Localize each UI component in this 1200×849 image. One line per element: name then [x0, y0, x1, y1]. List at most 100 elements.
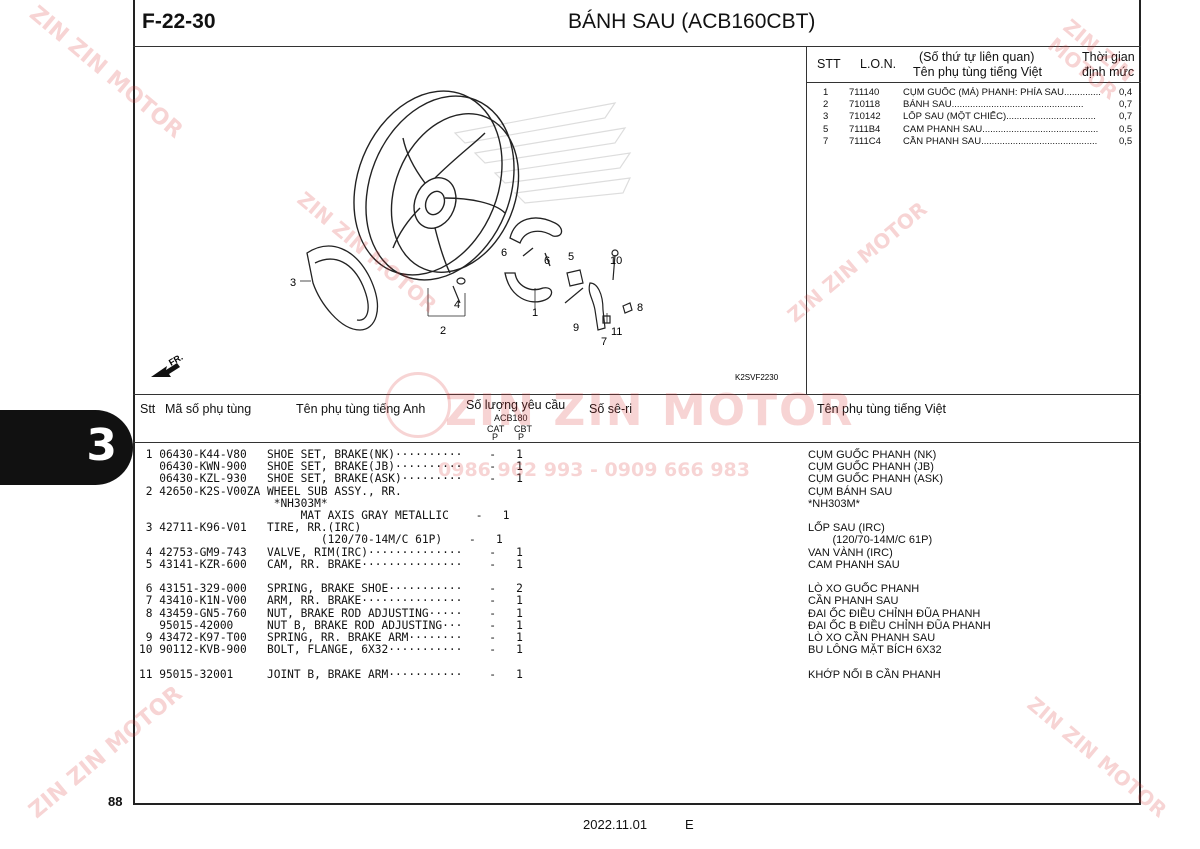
callout-9: 9: [573, 322, 579, 334]
callout-10: 10: [610, 255, 622, 267]
labor-cell-time: 0,7: [1119, 111, 1133, 123]
labor-cell-time: 0,5: [1119, 135, 1133, 147]
parts-col-serial: Số sê-ri: [589, 402, 633, 416]
section-tab-number: 3: [86, 420, 117, 471]
parts-row-en: 6 43151-329-000 SPRING, BRAKE SHOE······…: [139, 582, 523, 596]
labor-cell-stt: 7: [823, 135, 829, 147]
callout-6a: 6: [501, 247, 507, 259]
parts-row-en: 1 06430-K44-V80 SHOE SET, BRAKE(NK)·····…: [139, 448, 523, 461]
parts-row-en: 8 43459-GN5-760 NUT, BRAKE ROD ADJUSTING…: [139, 606, 523, 620]
rim-valve: [452, 277, 466, 304]
labor-cell-lon: 710142: [849, 111, 881, 123]
parts-row-en: 3 42711-K96-V01 TIRE, RR.(IRC): [139, 521, 362, 535]
front-arrow-icon: FR.: [151, 352, 185, 377]
labor-cell-stt: 2: [823, 99, 829, 111]
labor-cell-name: CỤM GUỐC (MÁ) PHANH: PHÍA SAU...........…: [903, 87, 1101, 98]
parts-col-cat-p: P: [492, 432, 499, 442]
parts-row-vn: LÒ XO CẦN PHANH SAU: [808, 632, 936, 645]
callout-7: 7: [601, 336, 607, 348]
parts-row-vn: [808, 656, 991, 668]
callout-8: 8: [637, 302, 643, 314]
labor-col-related-2: Tên phụ tùng tiếng Việt: [913, 65, 1043, 79]
parts-row-vn: *NH303M*: [808, 497, 860, 510]
parts-row-vn: VAN VÀNH (IRC): [808, 546, 893, 559]
parts-row-vn: BU LÔNG MẶT BÍCH 6X32: [808, 644, 942, 657]
parts-row-en: *NH303M*: [139, 496, 328, 510]
parts-row-vn: KHỚP NỐI B CẦN PHANH: [808, 668, 941, 681]
labor-row: 3 710142 LỐP SAU (MỘT CHIẾC)..............…: [806, 111, 1141, 123]
rear-wheel: [353, 90, 520, 281]
parts-row-vn: CỤM GUỐC PHANH (ASK): [808, 473, 944, 486]
parts-row-en: 2 42650-K2S-V00ZA WHEEL SUB ASSY., RR.: [139, 484, 402, 498]
labor-table: 1 711140 CỤM GUỐC (MÁ) PHANH: PHÍA SAU....…: [806, 87, 1141, 148]
callout-11: 11: [611, 326, 622, 338]
parts-row-vn: ĐAI ỐC B ĐIỀU CHỈNH ĐŨA PHANH: [808, 619, 991, 632]
parts-col-cbt-p: P: [518, 432, 525, 442]
labor-cell-name: BÁNH SAU................................…: [903, 99, 1084, 111]
labor-cell-lon: 711140: [849, 87, 880, 98]
diagram-divider: [806, 46, 807, 394]
parts-col-partno: Mã số phụ tùng: [165, 402, 252, 416]
labor-cell-time: 0,5: [1119, 123, 1133, 135]
parts-row-en: 5 43141-KZR-600 CAM, RR. BRAKE··········…: [139, 557, 523, 571]
parts-header-top: [133, 394, 1141, 395]
parts-list-vn: CỤM GUỐC PHANH (NK)CỤM GUỐC PHANH (JB)CỤ…: [808, 449, 991, 681]
parts-row-vn: CAM PHANH SAU: [808, 558, 900, 571]
parts-row-en: 06430-KZL-930 SHOE SET, BRAKE(ASK)······…: [139, 472, 523, 486]
page-title: BÁNH SAU (ACB160CBT): [568, 10, 816, 33]
labor-cell-lon: 7111B4: [849, 123, 881, 135]
parts-col-stt: Stt: [140, 402, 156, 416]
labor-cell-lon: 710118: [849, 99, 880, 111]
parts-list-en: 1 06430-K44-V80 SHOE SET, BRAKE(NK)·····…: [139, 448, 523, 681]
parts-col-qty-model: ACB180: [494, 413, 528, 423]
brake-shoe-set: [504, 217, 563, 303]
callout-3: 3: [290, 277, 296, 289]
parts-row-en: 9 43472-K97-T00 SPRING, RR. BRAKE ARM···…: [139, 631, 523, 645]
parts-row-vn: [808, 510, 991, 522]
section-tab: 3: [0, 410, 133, 485]
parts-row-en: [139, 656, 523, 668]
parts-row-en: 4 42753-GM9-743 VALVE, RIM(IRC)·········…: [139, 545, 523, 559]
page-frame: [133, 0, 1141, 805]
labor-row: 2 710118 BÁNH SAU.........................…: [806, 99, 1141, 111]
labor-col-stt: STT: [817, 57, 841, 71]
parts-row-vn: LÒ XO GUỐC PHANH: [808, 583, 920, 596]
rear-tire: [306, 245, 379, 331]
header-divider: [133, 46, 1141, 47]
parts-col-name-vn: Tên phụ tùng tiếng Việt: [817, 402, 947, 416]
labor-cell-time: 0,7: [1119, 99, 1133, 111]
parts-row-vn: [808, 571, 991, 583]
parts-row-en: 11 95015-32001 JOINT B, BRAKE ARM·······…: [139, 667, 523, 681]
labor-cell-stt: 1: [823, 87, 829, 98]
labor-col-time-1: Thời gian: [1082, 50, 1135, 64]
footer-date: 2022.11.01: [583, 817, 648, 832]
labor-col-lon: L.O.N.: [860, 57, 897, 71]
brake-cam-arm: [564, 249, 633, 331]
diagram-ref-code: K2SVF2230: [735, 373, 779, 382]
parts-row-vn: CỤM GUỐC PHANH (NK): [808, 449, 937, 461]
labor-row: 1 711140 CỤM GUỐC (MÁ) PHANH: PHÍA SAU....…: [806, 87, 1141, 99]
page-number: 88: [108, 794, 123, 809]
labor-row: 7 7111C4 CẦN PHANH SAU....................…: [806, 136, 1141, 148]
labor-cell-name: CẦN PHANH SAU...........................…: [903, 135, 1098, 147]
parts-col-qty: Số lượng yêu cầu: [466, 398, 566, 412]
parts-row-vn: CỤM GUỐC PHANH (JB): [808, 461, 934, 474]
callout-6b: 6: [544, 255, 550, 267]
labor-cell-time: 0,4: [1119, 87, 1133, 98]
labor-header-divider: [806, 82, 1141, 83]
labor-cell-stt: 3: [823, 111, 829, 123]
parts-row-en: 10 90112-KVB-900 BOLT, FLANGE, 6X32·····…: [139, 643, 523, 657]
labor-cell-name: LỐP SAU (MỘT CHIẾC).....................…: [903, 111, 1096, 123]
labor-cell-name: CAM PHANH SAU...........................…: [903, 123, 1099, 135]
parts-col-cat: CAT: [487, 424, 505, 434]
section-code: F-22-30: [142, 10, 216, 33]
watermark-phones: 0986 962 993 - 0909 666 983: [438, 459, 750, 481]
parts-row-vn: ĐAI ỐC ĐIỀU CHỈNH ĐŨA PHANH: [808, 607, 981, 620]
parts-row-en: 7 43410-K1N-V00 ARM, RR. BRAKE··········…: [139, 594, 523, 608]
parts-row-en: 95015-42000 NUT B, BRAKE ROD ADJUSTING··…: [139, 618, 523, 632]
parts-row-en: (120/70-14M/C 61P) - 1: [139, 533, 503, 547]
labor-cell-lon: 7111C4: [849, 135, 881, 147]
callout-2: 2: [440, 325, 446, 337]
parts-row-vn: (120/70-14M/C 61P): [808, 534, 933, 547]
